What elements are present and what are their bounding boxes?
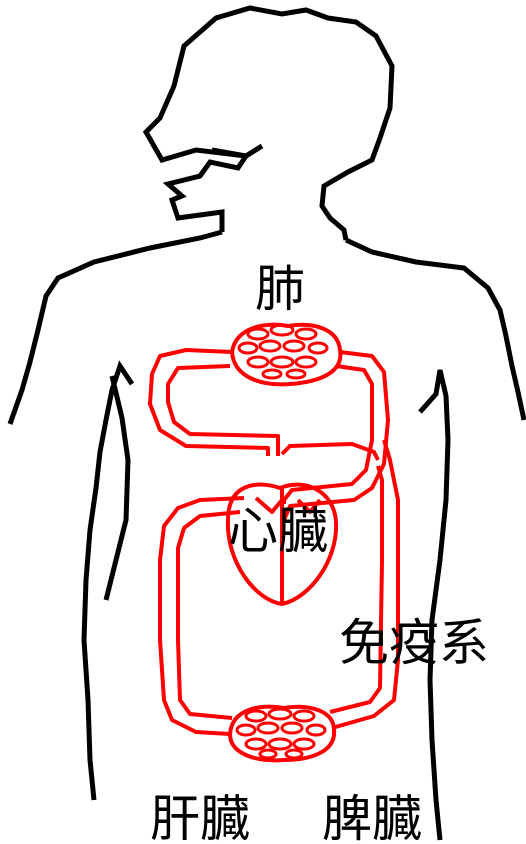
heart-label: 心臓 [228, 502, 328, 560]
liver-label: 肝臓 [150, 790, 250, 844]
vessel-to-heart-left [282, 444, 378, 460]
immune-system-label: 免疫系 [339, 614, 489, 672]
lung-capillary-bed [232, 325, 340, 385]
lower-capillary-bed [230, 707, 334, 761]
head-outline [146, 8, 392, 240]
vessel-upper-left-inner [168, 366, 278, 456]
spleen-label: 脾臓 [322, 790, 422, 844]
lung-label: 肺 [255, 260, 305, 318]
right-arm-inner-outline [420, 370, 448, 840]
